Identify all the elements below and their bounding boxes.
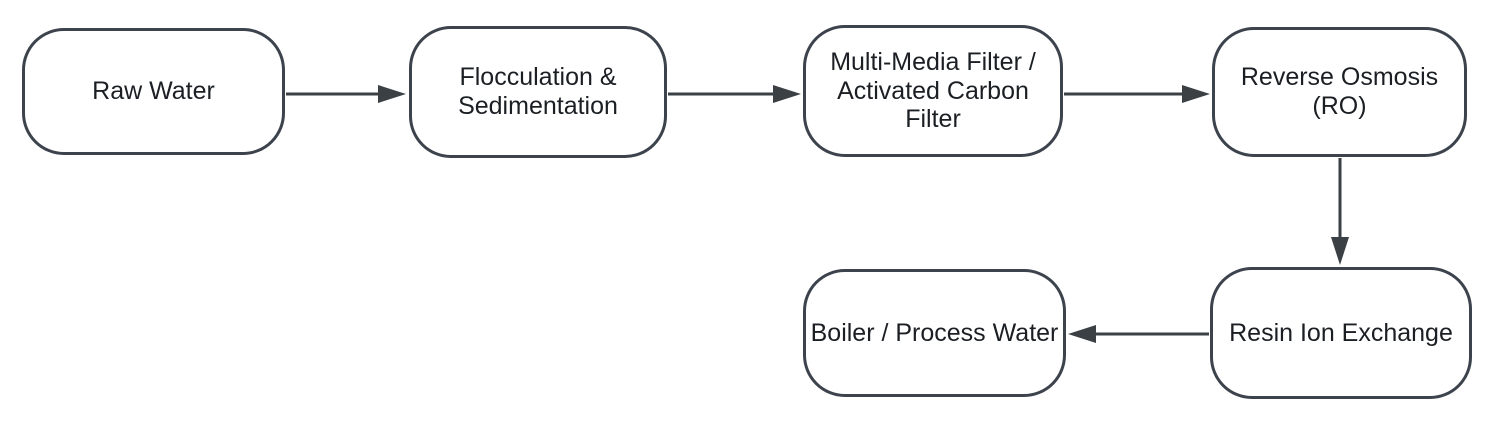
node-label-reverse-osmosis: Reverse Osmosis (RO): [1240, 63, 1439, 120]
node-resin-ion-exchange: Resin Ion Exchange: [1210, 267, 1472, 399]
node-label-resin-ion-exchange: Resin Ion Exchange: [1229, 318, 1453, 347]
node-label-flocculation-sedimentation: Flocculation & Sedimentation: [458, 63, 618, 120]
node-label-multi-media-filter: Multi-Media Filter / Activated Carbon Fi…: [830, 47, 1036, 134]
node-multi-media-filter: Multi-Media Filter / Activated Carbon Fi…: [803, 25, 1063, 157]
node-reverse-osmosis: Reverse Osmosis (RO): [1212, 27, 1467, 157]
node-flocculation-sedimentation: Flocculation & Sedimentation: [409, 26, 667, 158]
node-boiler-process-water: Boiler / Process Water: [803, 269, 1066, 397]
node-label-raw-water: Raw Water: [92, 77, 215, 106]
node-raw-water: Raw Water: [22, 28, 285, 155]
node-label-boiler-process-water: Boiler / Process Water: [810, 318, 1059, 347]
